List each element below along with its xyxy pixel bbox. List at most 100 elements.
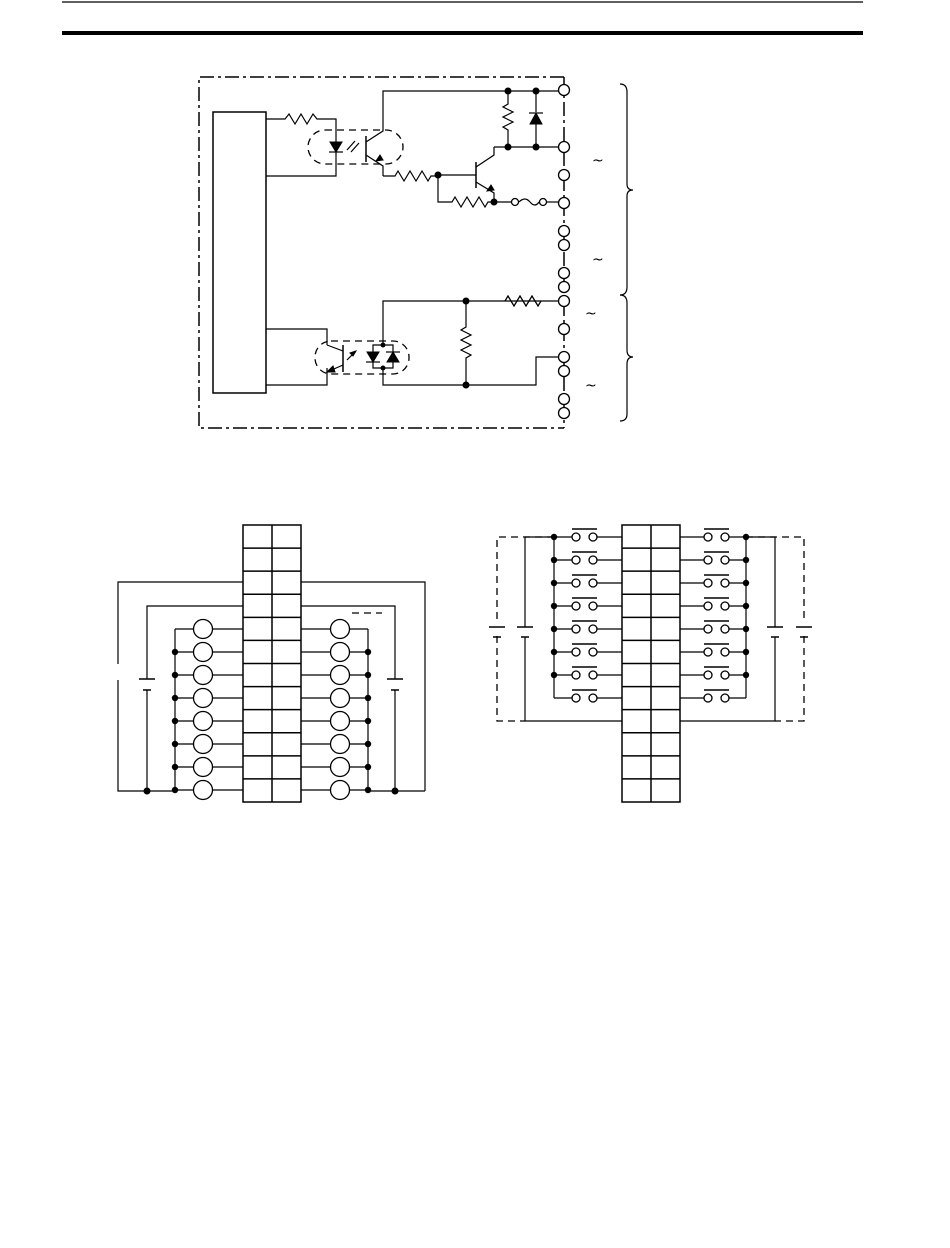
- switch-contact: [572, 533, 580, 541]
- switch-contact: [589, 556, 597, 564]
- range-tilde: ~: [592, 252, 604, 268]
- switch-contact: [589, 602, 597, 610]
- emitter-resistor: [438, 175, 494, 207]
- junction-dot: [172, 787, 178, 793]
- load-coil: [331, 735, 350, 754]
- terminal: [559, 408, 570, 419]
- range-tilde: ~: [585, 306, 597, 322]
- terminal: [559, 240, 570, 251]
- input-section: [266, 296, 558, 389]
- protection-diode: [530, 113, 542, 124]
- input-shunt-resistor: [461, 301, 471, 385]
- junction-dot: [743, 534, 749, 540]
- alt-supply-right-bottom: [775, 636, 804, 721]
- output-section: [266, 88, 564, 208]
- input-wiring-diagram: [489, 525, 812, 802]
- junction-dot: [743, 672, 749, 678]
- input-top-wire: [383, 301, 558, 345]
- switch-contact: [704, 694, 712, 702]
- switch-contact: [704, 533, 712, 541]
- bleed-resistor: [503, 91, 513, 147]
- terminal: [559, 198, 570, 209]
- supply-wire-left-inner: [147, 606, 243, 679]
- switch-contact: [721, 533, 729, 541]
- junction-dot: [743, 603, 749, 609]
- terminal: [559, 85, 570, 96]
- junction-dot: [365, 718, 371, 724]
- range-tilde: ~: [585, 378, 597, 394]
- junction-dot: [172, 672, 178, 678]
- terminal: [559, 394, 570, 405]
- junction-dot: [743, 557, 749, 563]
- junction-dot: [172, 718, 178, 724]
- switch-contact: [704, 579, 712, 587]
- right-switches: [680, 529, 749, 702]
- terminal: [559, 366, 570, 377]
- switch-contact: [572, 648, 580, 656]
- junction-dot: [365, 649, 371, 655]
- led-diode: [330, 142, 342, 152]
- load-coil: [331, 620, 350, 639]
- module-boundary: [199, 77, 564, 428]
- output-group-brace: [620, 84, 633, 295]
- internal-circuit-block: [213, 112, 266, 393]
- switch-contact: [721, 625, 729, 633]
- terminal: [559, 282, 570, 293]
- terminal: [559, 324, 570, 335]
- switch-contact: [589, 648, 597, 656]
- switch-contact: [572, 579, 580, 587]
- junction-dot: [172, 764, 178, 770]
- load-coil: [331, 643, 350, 662]
- switch-contact: [704, 556, 712, 564]
- switch-contact: [721, 671, 729, 679]
- range-tilde: ~: [592, 153, 604, 169]
- phototransistor-emitter-wire: [266, 368, 327, 385]
- phototransistor-collector-wire: [266, 329, 327, 345]
- load-coil: [194, 758, 213, 777]
- output-transistor-collector: [476, 147, 494, 167]
- header-rules: [62, 2, 863, 33]
- switch-contact: [572, 556, 580, 564]
- terminal: [559, 170, 570, 181]
- switch-contact: [572, 694, 580, 702]
- switch-contact: [572, 625, 580, 633]
- junction-dot: [743, 580, 749, 586]
- switch-contact: [589, 694, 597, 702]
- switch-contact: [721, 602, 729, 610]
- load-coil: [194, 781, 213, 800]
- input-led-1: [367, 352, 379, 362]
- load-coil: [331, 666, 350, 685]
- input-resistor: [266, 114, 336, 140]
- supply-right-top: [746, 537, 775, 627]
- terminal: [559, 268, 570, 279]
- base-resistor: [383, 171, 438, 181]
- load-coil: [331, 689, 350, 708]
- junction-dot: [365, 695, 371, 701]
- left-switches: [551, 529, 622, 702]
- switch-contact: [721, 648, 729, 656]
- input-group-brace: [620, 295, 633, 421]
- switch-contact: [721, 694, 729, 702]
- junction-dot: [365, 672, 371, 678]
- junction-dot: [365, 787, 371, 793]
- fuse-terminal: [512, 199, 519, 206]
- fuse: [519, 199, 539, 205]
- supply-wire-right-outer: [301, 582, 425, 658]
- input-bottom-wire: [383, 357, 558, 385]
- switch-contact: [589, 625, 597, 633]
- junction-dot: [365, 741, 371, 747]
- junction-dot: [743, 626, 749, 632]
- terminal: [559, 226, 570, 237]
- supply-left-top: [525, 537, 554, 627]
- junction-dot: [172, 695, 178, 701]
- load-coil: [331, 758, 350, 777]
- junction-dot: [172, 741, 178, 747]
- load-coil: [194, 735, 213, 754]
- input-series-resistor: [505, 296, 541, 306]
- switch-contact: [704, 648, 712, 656]
- load-coil: [194, 643, 213, 662]
- junction-dot: [743, 649, 749, 655]
- load-coil: [194, 689, 213, 708]
